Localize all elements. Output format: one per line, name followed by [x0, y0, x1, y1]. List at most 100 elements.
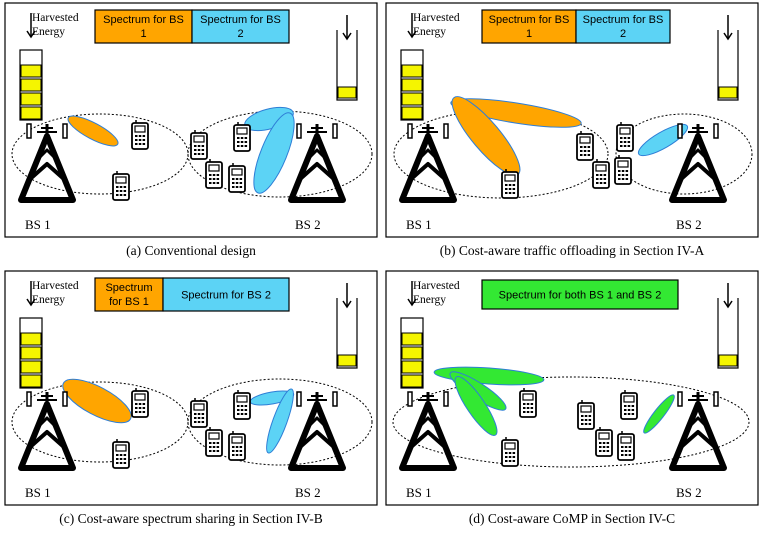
harvested-energy-label: Energy	[413, 26, 446, 38]
harvested-energy-label: Harvested	[32, 280, 79, 292]
bs2-label: BS 2	[676, 217, 702, 232]
mobile-phone-icon	[233, 121, 251, 152]
panel-caption: (b) Cost-aware traffic offloading in Sec…	[440, 243, 705, 258]
panel-caption: (c) Cost-aware spectrum sharing in Secti…	[59, 511, 322, 526]
harvested-energy-label: Harvested	[413, 280, 460, 292]
battery-cell	[20, 332, 42, 346]
bs1-label: BS 1	[406, 217, 432, 232]
mobile-phone-icon	[112, 438, 130, 469]
mobile-phone-icon	[576, 130, 594, 161]
battery-right	[336, 30, 358, 101]
battery-cell	[401, 92, 423, 106]
mobile-phone-icon	[233, 389, 251, 420]
beam	[643, 394, 675, 434]
mobile-phone-icon	[616, 121, 634, 152]
battery-cell	[401, 374, 423, 388]
battery-cell	[20, 374, 42, 388]
battery-cell	[20, 78, 42, 92]
spectrum-label: 1	[526, 28, 532, 40]
panel: Spectrum for BS 1 Spectrum for BS 2 Harvest…	[4, 270, 378, 506]
bs2-label: BS 2	[295, 485, 321, 500]
panel: Spectrum for BS 1 Spectrum for BS 2 Harveste…	[4, 2, 378, 238]
mobile-phone-icon	[519, 387, 537, 418]
mobile-phone-icon	[190, 397, 208, 428]
spectrum-label: 2	[237, 28, 243, 40]
spectrum-label: Spectrum for BS	[103, 14, 184, 26]
mobile-phone-icon	[228, 430, 246, 461]
beam	[454, 376, 498, 436]
battery-cell	[20, 360, 42, 374]
battery-cell	[401, 346, 423, 360]
cell-boundary	[11, 381, 189, 463]
cell-boundary	[393, 109, 609, 199]
cell-boundary	[187, 378, 373, 466]
battery-right	[717, 30, 739, 101]
mobile-phone-icon	[228, 162, 246, 193]
spectrum-label: 2	[620, 28, 626, 40]
cell-boundary	[615, 113, 753, 195]
spectrum-segment	[575, 9, 671, 44]
panel: Spectrum for both BS 1 and BS 2 Harvested…	[385, 270, 759, 506]
harvested-energy-label: Energy	[32, 294, 65, 306]
mobile-phone-icon	[595, 426, 613, 457]
mobile-phone-icon	[190, 129, 208, 160]
mobile-phone-icon	[112, 170, 130, 201]
bs2-label: BS 2	[295, 217, 321, 232]
harvested-energy-label: Harvested	[413, 12, 460, 24]
spectrum-label: Spectrum for BS	[200, 14, 281, 26]
battery-cell	[20, 92, 42, 106]
spectrum-label: Spectrum for both BS 1 and BS 2	[499, 290, 662, 302]
cell-boundary	[11, 113, 189, 195]
bs1-label: BS 1	[406, 485, 432, 500]
mobile-phone-icon	[205, 158, 223, 189]
battery-right	[717, 298, 739, 369]
beam	[253, 112, 295, 194]
mobile-phone-icon	[614, 154, 632, 185]
panel-caption: (a) Conventional design	[126, 243, 256, 258]
cell-boundary	[392, 376, 750, 468]
battery-right	[336, 298, 358, 369]
mobile-phone-icon	[620, 389, 638, 420]
battery-cell	[337, 354, 357, 367]
mobile-phone-icon	[205, 426, 223, 457]
mobile-phone-icon	[577, 399, 595, 430]
beam	[637, 123, 689, 157]
battery-cell	[401, 332, 423, 346]
mobile-phone-icon	[592, 158, 610, 189]
spectrum-label: for BS 1	[109, 296, 149, 308]
panel-caption: (d) Cost-aware CoMP in Section IV-C	[469, 511, 675, 526]
spectrum-segment	[191, 9, 290, 44]
battery-cell	[718, 86, 738, 99]
spectrum-segment	[94, 9, 193, 44]
battery-cell	[401, 360, 423, 374]
spectrum-label: Spectrum for BS	[583, 14, 664, 26]
spectrum-label: Spectrum for BS 2	[181, 290, 271, 302]
mobile-phone-icon	[501, 436, 519, 467]
mobile-phone-icon	[501, 168, 519, 199]
bs2-label: BS 2	[676, 485, 702, 500]
battery-cell	[337, 86, 357, 99]
beam	[266, 388, 294, 454]
spectrum-segment	[162, 277, 290, 312]
spectrum-label: Spectrum	[105, 282, 152, 294]
battery-cell	[718, 354, 738, 367]
beam	[450, 98, 582, 128]
mobile-phone-icon	[131, 119, 149, 150]
harvested-energy-label: Energy	[32, 26, 65, 38]
spectrum-segment	[481, 279, 679, 310]
battery-cell	[401, 78, 423, 92]
bs1-label: BS 1	[25, 485, 51, 500]
battery-cell	[401, 106, 423, 120]
beam	[67, 115, 119, 147]
beam	[62, 378, 132, 424]
battery-cell	[20, 106, 42, 120]
mobile-phone-icon	[617, 430, 635, 461]
spectrum-label: Spectrum for BS	[489, 14, 570, 26]
battery-cell	[20, 64, 42, 78]
battery-cell	[401, 64, 423, 78]
mobile-phone-icon	[131, 387, 149, 418]
battery-cell	[20, 346, 42, 360]
spectrum-label: 1	[140, 28, 146, 40]
harvested-energy-label: Harvested	[32, 12, 79, 24]
